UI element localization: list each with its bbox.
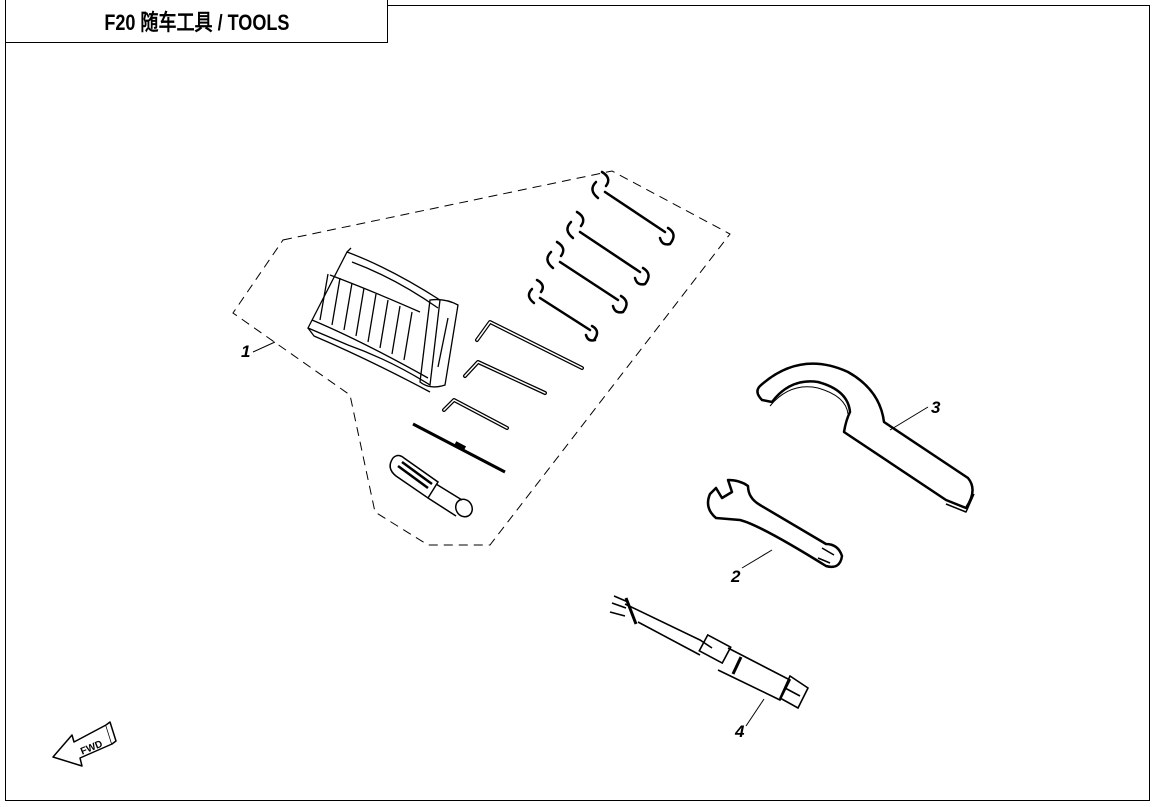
- kit-boundary: [232, 170, 731, 546]
- open-end-wrench-set-icon: [527, 170, 675, 342]
- drawing-frame: [5, 5, 1150, 801]
- title-box: F20 随车工具 / TOOLS: [5, 0, 388, 43]
- callout-4: 4: [735, 722, 745, 741]
- callout-1: 1: [241, 342, 251, 361]
- leader-line-4: [745, 698, 765, 727]
- tool-pouch-icon: [307, 247, 459, 393]
- page-title: F20 随车工具 / TOOLS: [103, 10, 290, 35]
- hook-spanner-icon: [756, 362, 975, 513]
- hex-key-set-icon: [442, 320, 584, 430]
- screwdriver-shaft-icon: [412, 422, 506, 474]
- leader-line-1: [252, 341, 276, 353]
- leader-line-3: [889, 406, 929, 431]
- open-end-wrench-icon: [706, 478, 844, 569]
- fwd-direction-icon: FWD: [52, 721, 117, 767]
- leader-line-2: [741, 549, 773, 569]
- callout-2: 2: [731, 567, 741, 586]
- screwdriver-handle-icon: [389, 454, 474, 518]
- spark-plug-wrench-icon: [609, 595, 810, 710]
- callout-3: 3: [931, 398, 941, 417]
